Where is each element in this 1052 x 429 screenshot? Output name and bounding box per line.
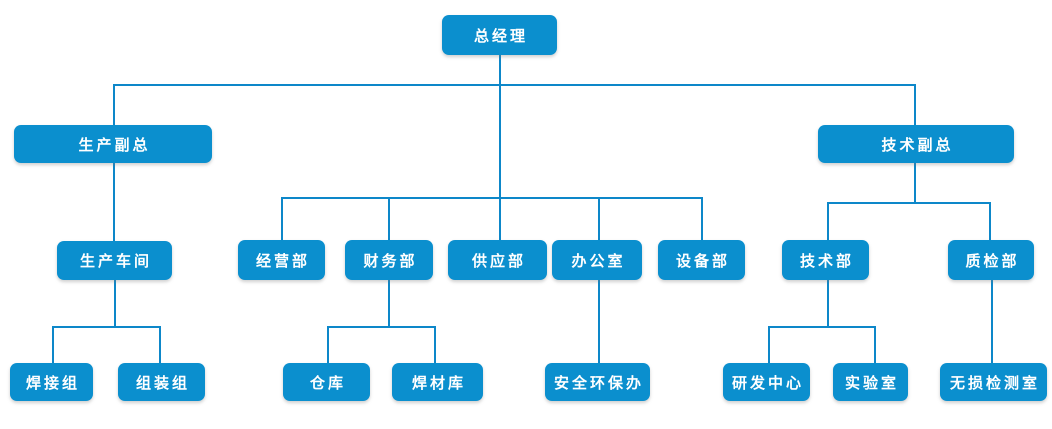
org-node-safety[interactable]: 安全环保办 xyxy=(545,363,650,401)
connector-line xyxy=(827,280,829,326)
org-node-supply[interactable]: 供应部 xyxy=(448,240,547,280)
connector-line xyxy=(281,197,283,240)
org-node-biz[interactable]: 经营部 xyxy=(238,240,325,280)
connector-line xyxy=(327,326,436,328)
org-node-warehouse[interactable]: 仓库 xyxy=(283,363,370,401)
connector-line xyxy=(991,280,993,363)
org-node-weld_material[interactable]: 焊材库 xyxy=(392,363,483,401)
connector-line xyxy=(434,326,436,363)
connector-line xyxy=(113,84,916,86)
connector-line xyxy=(914,84,916,125)
connector-line xyxy=(598,197,600,240)
connector-line xyxy=(701,197,703,240)
connector-line xyxy=(52,326,161,328)
org-node-workshop[interactable]: 生产车间 xyxy=(57,241,172,280)
connector-line xyxy=(914,163,916,202)
org-node-vp_tech[interactable]: 技术副总 xyxy=(818,125,1014,163)
org-node-qc[interactable]: 质检部 xyxy=(948,240,1034,280)
org-node-vp_prod[interactable]: 生产副总 xyxy=(14,125,212,163)
connector-line xyxy=(768,326,876,328)
connector-line xyxy=(327,326,329,363)
connector-line xyxy=(874,326,876,363)
connector-line xyxy=(113,163,115,241)
connector-line xyxy=(388,280,390,326)
org-node-gm[interactable]: 总经理 xyxy=(442,15,557,55)
connector-line xyxy=(113,84,115,125)
connector-line xyxy=(827,202,829,240)
connector-line xyxy=(114,280,116,326)
connector-line xyxy=(598,280,600,363)
connector-line xyxy=(281,197,703,199)
org-node-ndt[interactable]: 无损检测室 xyxy=(940,363,1047,401)
connector-line xyxy=(388,197,390,240)
connector-line xyxy=(499,55,501,240)
org-node-assemble[interactable]: 组装组 xyxy=(118,363,205,401)
org-node-equip[interactable]: 设备部 xyxy=(658,240,745,280)
connector-line xyxy=(768,326,770,363)
org-node-rd[interactable]: 研发中心 xyxy=(723,363,810,401)
connector-line xyxy=(989,202,991,240)
connector-line xyxy=(827,202,991,204)
connector-line xyxy=(52,326,54,363)
org-node-lab[interactable]: 实验室 xyxy=(833,363,908,401)
connector-line xyxy=(159,326,161,363)
org-node-weld[interactable]: 焊接组 xyxy=(10,363,93,401)
org-node-fin[interactable]: 财务部 xyxy=(345,240,433,280)
org-node-tech[interactable]: 技术部 xyxy=(782,240,869,280)
org-node-office[interactable]: 办公室 xyxy=(552,240,642,280)
